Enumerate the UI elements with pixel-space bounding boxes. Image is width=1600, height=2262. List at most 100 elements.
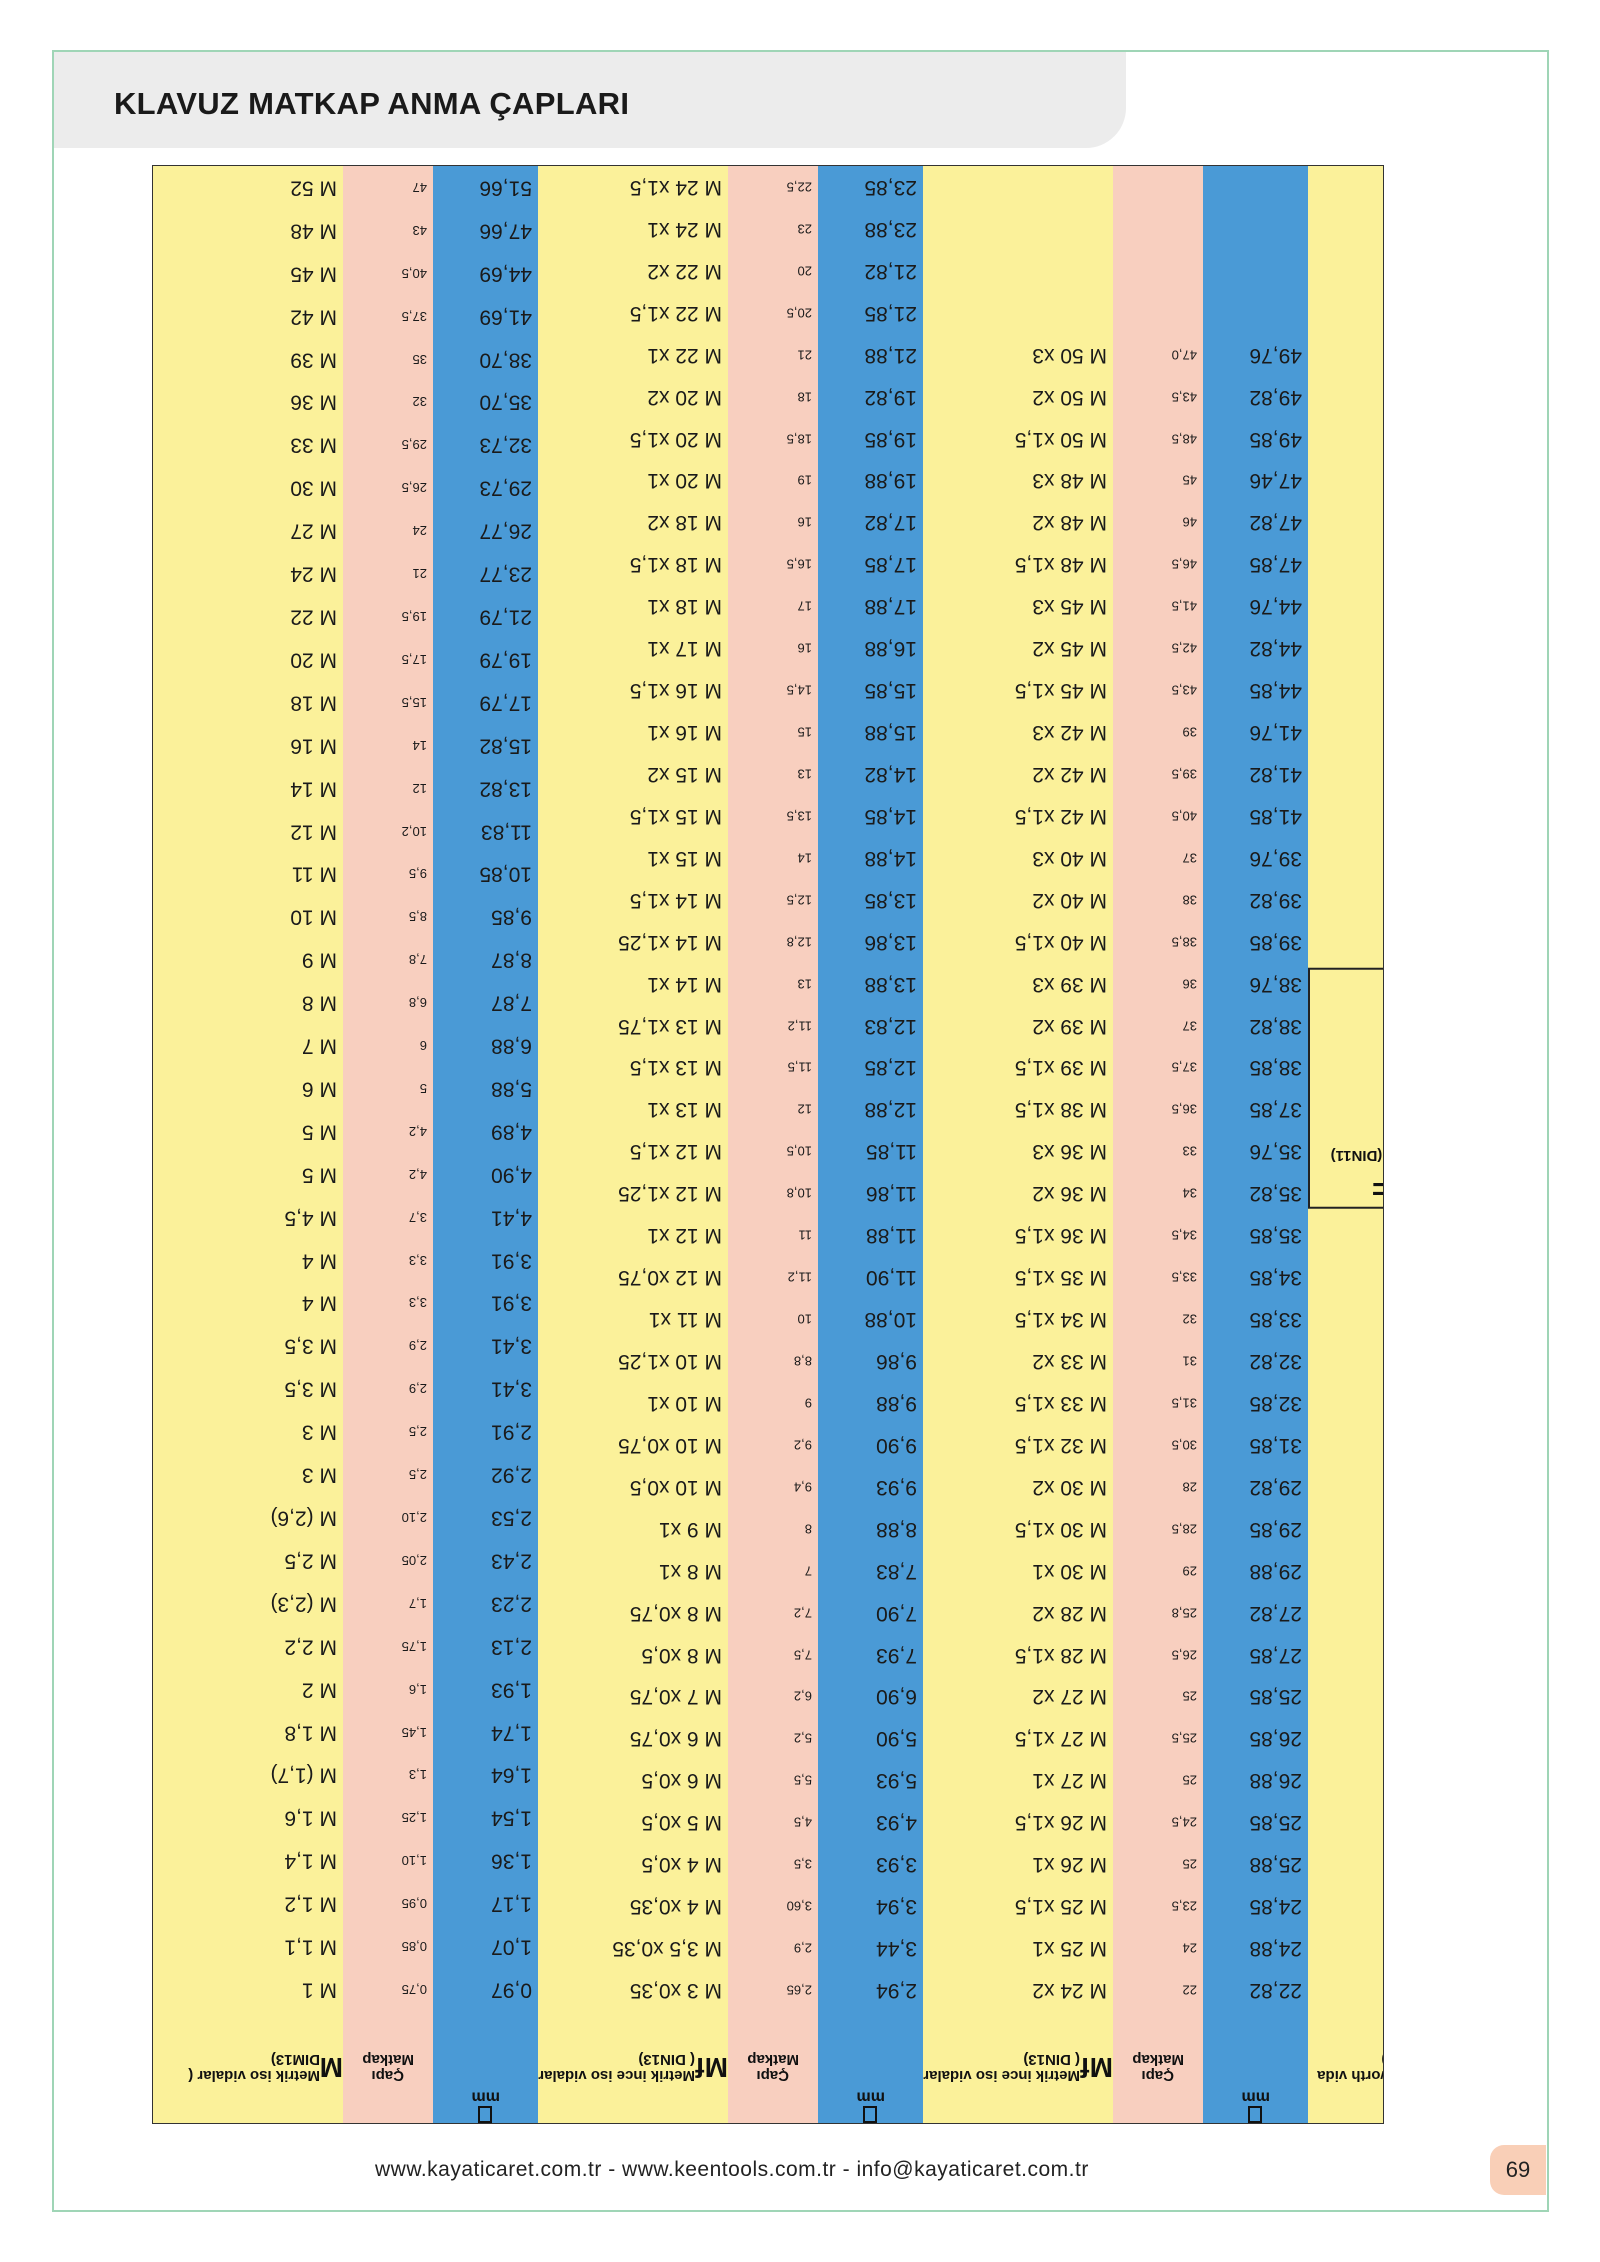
table-cell: 7 (804, 1563, 812, 1579)
section-subtitle: Whiteworth vida (DIN11) (1316, 2051, 1383, 2084)
table-cell: M 45 x2 (1032, 637, 1107, 661)
table-cell: 17,79 (479, 691, 532, 715)
table-cell: 6,90 (876, 1685, 917, 1709)
table-cell: M 20 x1 (647, 469, 722, 493)
table-cell: M 10 x0,5 (629, 1475, 722, 1499)
table-cell: 38,5 (1171, 934, 1197, 950)
table-cell: M 30 x2 (1032, 1475, 1107, 1499)
table-cell: 25,85 (1249, 1811, 1302, 1835)
table-cell: BSF 3/4 (1308, 308, 1383, 379)
table-cell: BSF 1/4 (1308, 805, 1383, 876)
capi-label: Çapı (1141, 2067, 1175, 2084)
table-cell: 15,82 (479, 734, 532, 758)
table-cell: 2,5 (408, 1467, 427, 1483)
table-cell: 21,88 (864, 343, 917, 367)
table-cell: 39,85 (1249, 930, 1302, 954)
table-cell: 2,92 (491, 1463, 532, 1487)
table-cell: M 11 x1 (648, 1308, 722, 1332)
table-cell: 20 (797, 263, 812, 279)
table-cell: 11,88 (866, 1224, 917, 1248)
table-cell: BSF 3/8 (1308, 663, 1383, 734)
table-cell: 13,88 (864, 972, 917, 996)
table-cell: M 20 (290, 648, 337, 672)
table-cell: BSF 9/16 (1308, 450, 1383, 521)
table-cell: 5,5 (793, 1772, 812, 1788)
table-cell: M 50 x3 (1032, 343, 1107, 367)
table-cell: 1,25 (401, 1810, 427, 1826)
table-cell: 43,5 (1171, 682, 1197, 698)
table-cell: 1,36 (491, 1849, 532, 1873)
table-cell: 3,94 (876, 1895, 917, 1919)
column-header: mm (818, 2011, 923, 2123)
table-cell: M 6 (301, 1077, 337, 1101)
table-cell: 20,5 (786, 305, 812, 321)
table-cell: 32 (1182, 1311, 1197, 1327)
table-cell: 7,93 (876, 1643, 917, 1667)
table-cell: 17,88 (864, 595, 917, 619)
table-cell: M 40 x2 (1032, 888, 1107, 912)
table-cell: M 3,5 x0,35 (612, 1937, 722, 1961)
table-cell: 23,85 (864, 175, 917, 199)
table-cell: M 13 x1,75 (618, 1014, 722, 1038)
table-cell: BSF 7/16 (1308, 592, 1383, 663)
table-cell: 22 (1182, 1982, 1197, 1998)
table-cell: M 36 x3 (1032, 1140, 1107, 1164)
table-cell: M 33 x1,5 (1014, 1392, 1107, 1416)
table-cell: 4,5 (793, 1814, 812, 1830)
table-cell: M 24 x1 (647, 217, 722, 241)
table-cell: 17,82 (864, 511, 917, 535)
capi-label: Çapı (371, 2067, 405, 2084)
table-cell: 7,8 (408, 952, 427, 968)
table-cell: 26,5 (1171, 1647, 1197, 1663)
table-cell: BSF 5/8 (1308, 379, 1383, 450)
table-cell: 32,82 (1249, 1350, 1302, 1374)
table-cell: 42,5 (1171, 640, 1197, 656)
header-row: mm (818, 2011, 923, 2123)
table-cell: M 14 x1 (647, 972, 722, 996)
table-cell: 10 (797, 1311, 812, 1327)
table-cell: M 24 x1,5 (629, 175, 722, 199)
table-cell: 35 (412, 351, 427, 367)
table-cell: 14,88 (864, 846, 917, 870)
table-cell: 29,88 (1249, 1559, 1302, 1583)
table-cell: 44,69 (479, 262, 532, 286)
table-cell: W 1/4 (1308, 1940, 1383, 2011)
section-title: M (319, 2052, 343, 2083)
table-cell: 39,5 (1171, 766, 1197, 782)
table-cell: 21 (797, 347, 812, 363)
table-cell: 2,05 (401, 1552, 427, 1568)
table-cell: M 8 (301, 991, 337, 1015)
table-cell: 39 (1182, 724, 1197, 740)
mm-label: mm (1241, 2088, 1270, 2106)
table-cell: M 4 x0,5 (641, 1853, 722, 1877)
table-cell: 26,5 (401, 480, 427, 496)
footer-links: www.kayaticaret.com.tr - www.keentools.c… (375, 2158, 1089, 2181)
table-cell: M 5 x0,5 (641, 1811, 722, 1835)
table-cell: M 28 x2 (1032, 1601, 1107, 1625)
page-number: 69 (1490, 2145, 1546, 2195)
table-cell: 17,85 (864, 553, 917, 577)
table-cell: 9,4 (793, 1479, 812, 1495)
table-cell: 47,46 (1249, 469, 1302, 493)
table-cell: 2,23 (491, 1592, 532, 1616)
table-cell: W 7/8 (1308, 1372, 1383, 1443)
table-cell: 47,66 (479, 219, 532, 243)
table-cell: 40,5 (1171, 808, 1197, 824)
table-cell: 12,88 (864, 1098, 917, 1122)
table-cell: 25 (1182, 1689, 1197, 1705)
table-cell: 25,85 (1249, 1685, 1302, 1709)
table-cell: BSF 1'' (1308, 166, 1383, 237)
table-cell: M 2,5 (284, 1549, 337, 1573)
table-cell: 5,93 (876, 1769, 917, 1793)
table-cell: M 15 x1,5 (629, 804, 722, 828)
